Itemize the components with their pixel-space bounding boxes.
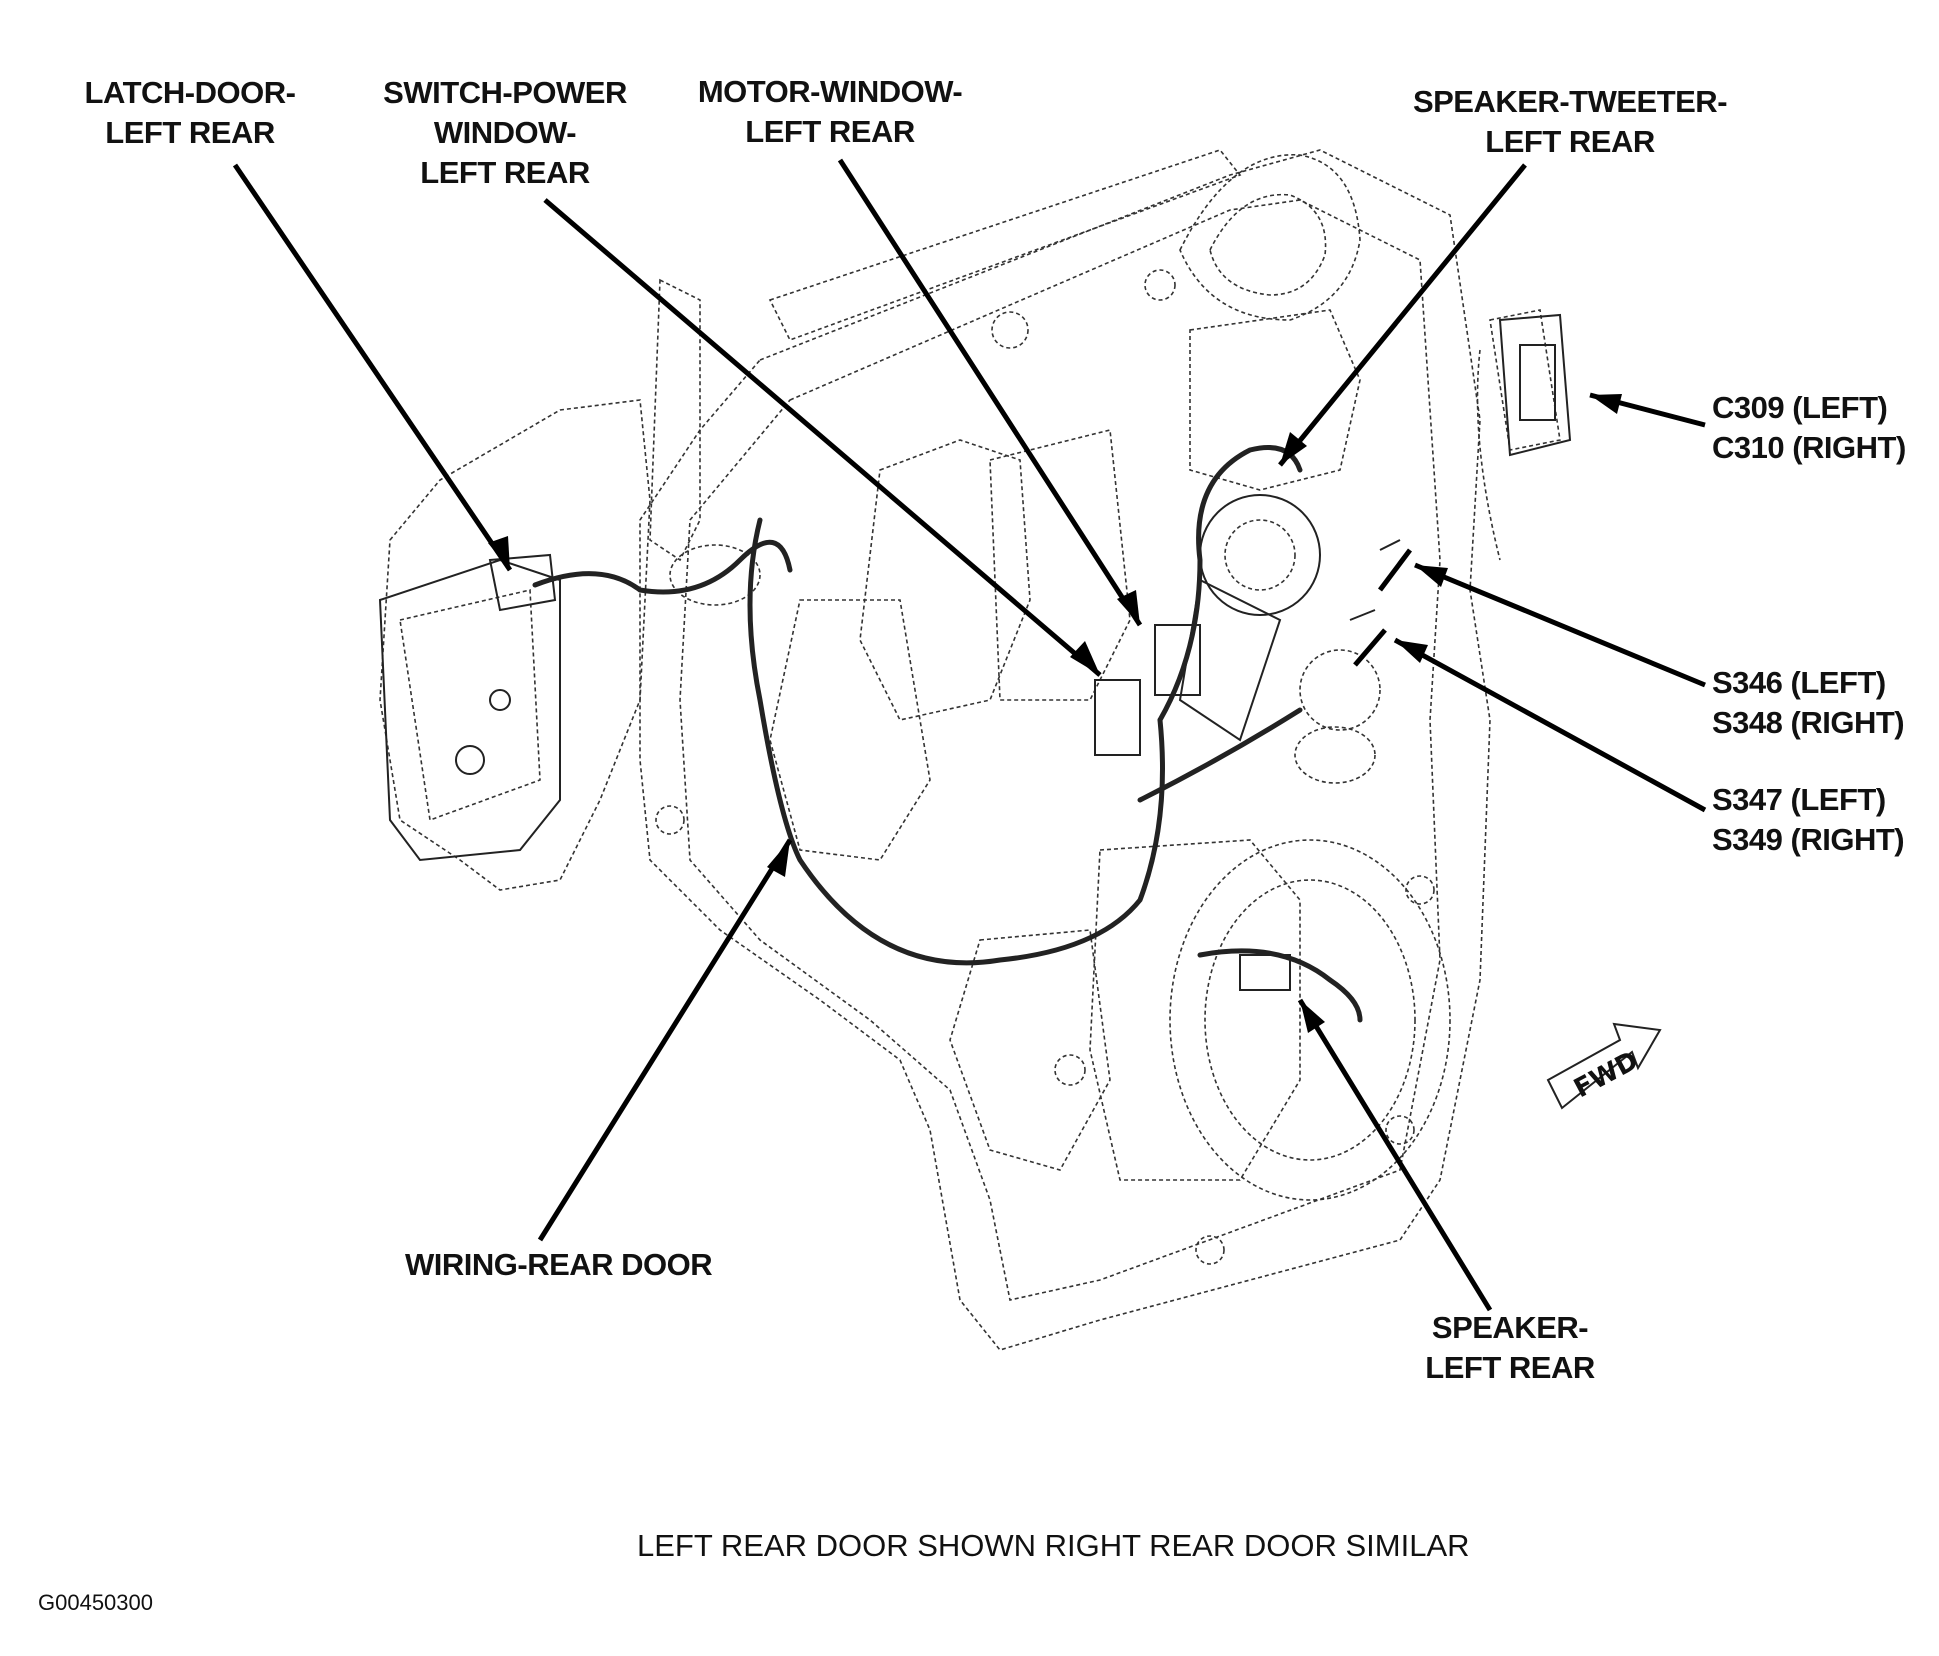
callout-c309-line2: C310 (RIGHT) [1712, 430, 1906, 465]
callout-s347-line2: S349 (RIGHT) [1712, 822, 1905, 857]
splice-marks [1353, 548, 1412, 667]
callout-speaker-line1: SPEAKER- [1431, 1310, 1589, 1345]
door-latch-drawing [378, 553, 561, 862]
leader-s347 [1393, 637, 1707, 813]
callout-c309-line1: C309 (LEFT) [1712, 390, 1888, 425]
callout-motor-line1: MOTOR-WINDOW- [697, 74, 963, 109]
callout-s347-line1: S347 (LEFT) [1712, 782, 1886, 817]
callout-switch-power-window: SWITCH-POWER WINDOW- LEFT REAR [375, 73, 635, 193]
callout-speaker-tweeter: SPEAKER-TWEETER- LEFT REAR [1400, 82, 1740, 162]
leader-motor [837, 158, 1143, 627]
door-panel-drawing [379, 149, 1561, 1351]
callout-switch-line1: SWITCH-POWER [383, 75, 627, 110]
callout-latch-door-line2: LEFT REAR [105, 115, 275, 150]
callout-s346-line2: S348 (RIGHT) [1712, 705, 1905, 740]
callout-splice-s347: S347 (LEFT) S349 (RIGHT) [1712, 780, 1905, 860]
callout-wiring-rear-door: WIRING-REAR DOOR [405, 1245, 713, 1285]
callout-motor-window: MOTOR-WINDOW- LEFT REAR [680, 72, 980, 152]
callout-speaker-line2: LEFT REAR [1425, 1350, 1595, 1385]
callout-motor-line2: LEFT REAR [745, 114, 915, 149]
callout-latch-door: LATCH-DOOR- LEFT REAR [60, 73, 320, 153]
fwd-arrow-icon: FWD [1546, 1022, 1662, 1110]
connector-c309-drawing [1476, 313, 1572, 561]
callout-tweeter-line1: SPEAKER-TWEETER- [1412, 84, 1728, 119]
leader-wiring [537, 838, 793, 1242]
callout-speaker: SPEAKER- LEFT REAR [1390, 1308, 1630, 1388]
callout-splice-s346: S346 (LEFT) S348 (RIGHT) [1712, 663, 1905, 743]
callout-tweeter-line2: LEFT REAR [1485, 124, 1655, 159]
callout-wiring-line1: WIRING-REAR DOOR [405, 1247, 713, 1282]
callout-switch-line3: LEFT REAR [420, 155, 590, 190]
callout-s346-line1: S346 (LEFT) [1712, 665, 1886, 700]
diagram-caption: LEFT REAR DOOR SHOWN RIGHT REAR DOOR SIM… [637, 1528, 1470, 1563]
figure-id: G00450300 [38, 1590, 153, 1615]
leader-latch [232, 163, 513, 572]
leader-lines [232, 158, 1707, 1312]
leader-arrowheads [488, 394, 1622, 1033]
leader-tweeter [1278, 163, 1527, 467]
leader-speaker [1297, 998, 1493, 1312]
callout-switch-line2: WINDOW- [433, 115, 577, 150]
leader-s346 [1414, 562, 1706, 688]
callout-latch-door-line1: LATCH-DOOR- [84, 75, 296, 110]
leader-switch [543, 198, 1102, 677]
wiring-harness-drawing [532, 445, 1401, 1023]
callout-connector-c309: C309 (LEFT) C310 (RIGHT) [1712, 388, 1906, 468]
fwd-arrow-label: FWD [1569, 1046, 1643, 1104]
